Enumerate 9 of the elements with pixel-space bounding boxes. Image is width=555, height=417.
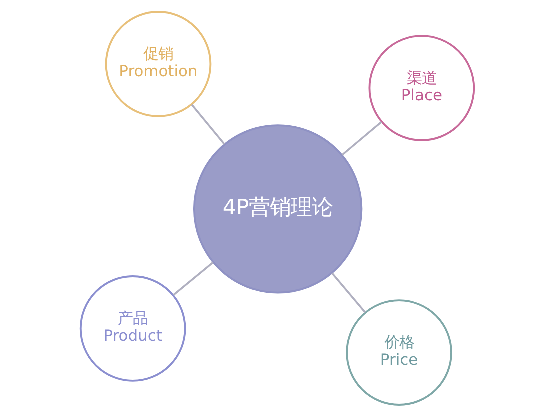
node-circle: 4P营销理论 xyxy=(193,124,363,294)
connector xyxy=(173,262,214,296)
connector xyxy=(342,121,382,156)
connector xyxy=(332,272,366,314)
node-circle: 渠道 Place xyxy=(368,35,476,142)
connector xyxy=(191,104,226,145)
node-circle: 产品 Product xyxy=(80,276,186,382)
node-circle: 促销 Promotion xyxy=(105,11,212,118)
node-circle: 价格 Price xyxy=(346,300,452,406)
